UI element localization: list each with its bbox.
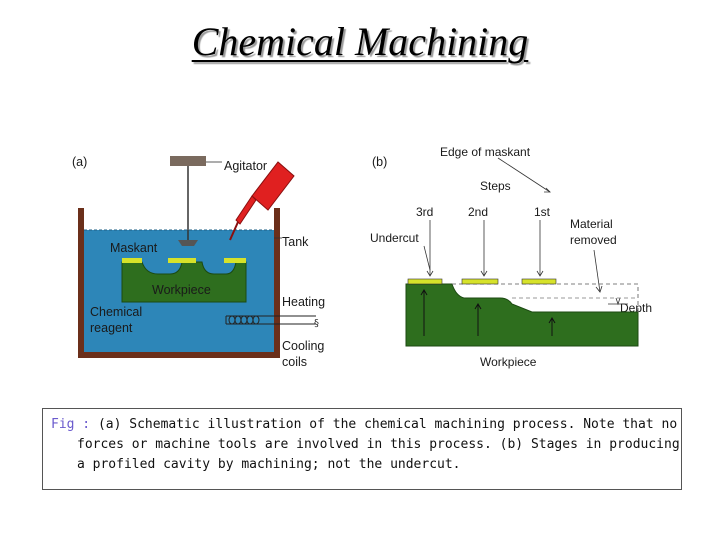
workpiece-label-a: Workpiece [152,283,211,297]
caption-line-3: a profiled cavity by machining; not the … [77,457,461,472]
material-removed-outline [452,283,639,312]
maskant-strip-3 [224,258,246,263]
cooling-label-1: Cooling [282,339,324,353]
step-3rd-label: 3rd [416,205,433,219]
maskant-step-1st [521,278,557,285]
material-removed-label-1: Material [570,217,613,231]
panel-a-label: (a) [72,155,87,169]
caption-line-2: forces or machine tools are involved in … [77,437,680,452]
tank-bottom [78,352,280,358]
agitator-motor [170,156,206,166]
heating-coil [225,315,260,325]
panel-a: (a) [72,155,325,369]
etch-arrows [420,289,556,336]
cooling-label-2: coils [282,355,307,369]
workpiece-b [405,283,639,347]
chemical-reagent-label-2: reagent [90,321,133,335]
tank-wall-right [274,208,280,358]
heating-label: Heating [282,295,325,309]
caption-text-1: (a) Schematic illustration of the chemic… [97,417,678,432]
step-1st-label: 1st [534,205,551,219]
chemical-machining-figure: (a) [72,145,652,369]
maskant-step-2nd [461,278,499,285]
material-removed-label-2: removed [570,233,617,247]
panel-b: (b) Edge of maskant Steps 3rd 2nd 1st Un… [370,145,652,369]
panel-b-label: (b) [372,155,387,169]
caption-line-1: Fig : (a) Schematic illustration of the … [51,415,677,435]
caption-label: Fig : [51,417,91,432]
maskant-strip-2 [168,258,196,263]
tank-wall-left [78,208,84,358]
chemical-reagent-label-1: Chemical [90,305,142,319]
edge-of-maskant-label: Edge of maskant [440,145,531,159]
agitator-label: Agitator [224,159,267,173]
page-title: Chemical Machining [191,19,529,64]
heating-symbol: § [314,318,319,329]
agitator-blade [178,240,198,246]
maskant-strip-1 [122,258,142,263]
steps-label: Steps [480,179,511,193]
figure-caption: Fig : (a) Schematic illustration of the … [42,408,682,490]
maskant-step-3rd [407,278,443,285]
tank-label: Tank [282,235,309,249]
undercut-label: Undercut [370,231,419,245]
workpiece-a [121,261,247,303]
maskant-label: Maskant [110,241,158,255]
reagent-bottle [229,161,295,241]
workpiece-label-b: Workpiece [480,355,537,369]
step-2nd-label: 2nd [468,205,488,219]
